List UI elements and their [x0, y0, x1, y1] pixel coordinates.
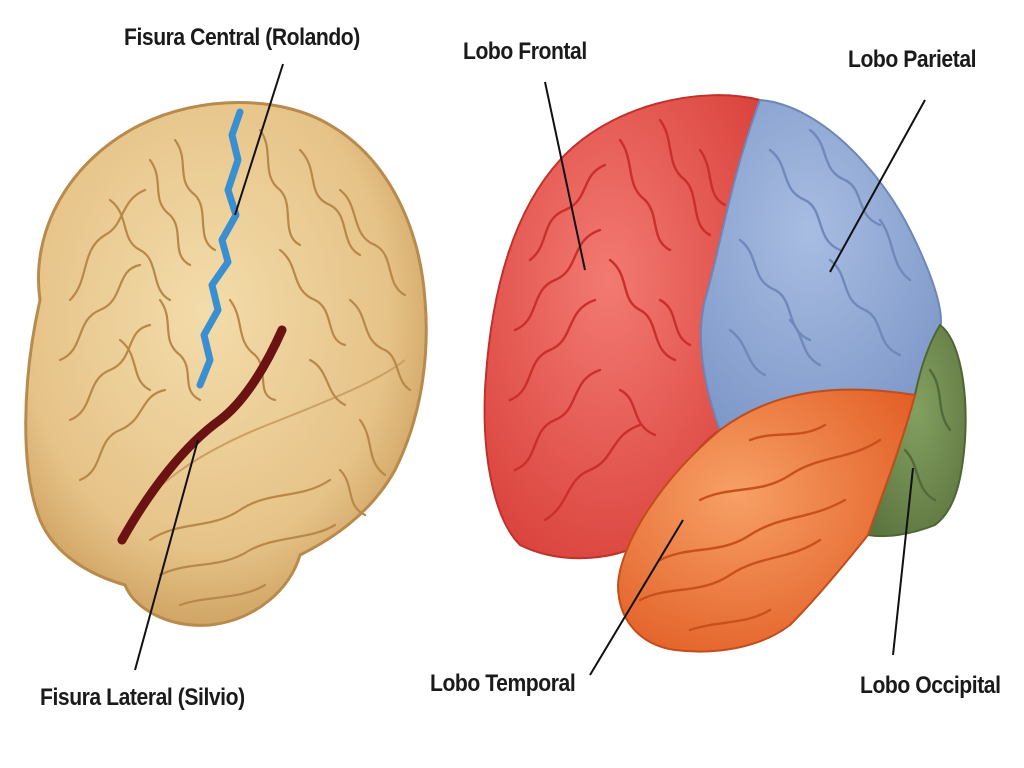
frontal-lobe-label: Lobo Frontal — [463, 38, 587, 65]
parietal-lobe-leader — [829, 99, 926, 273]
central-fissure-line — [196, 108, 244, 389]
central-fissure-leader — [234, 63, 284, 216]
left-brain — [24, 63, 428, 671]
occipital-lobe-label: Lobo Occipital — [860, 672, 1001, 699]
temporal-lobe-leader — [589, 519, 684, 676]
lateral-fissure-leader — [134, 439, 199, 671]
occipital-lobe-leader — [892, 467, 914, 656]
left-gyri — [58, 128, 412, 607]
central-fissure-label: Fisura Central (Rolando) — [124, 24, 360, 51]
temporal-lobe-label: Lobo Temporal — [430, 670, 576, 697]
frontal-lobe-leader — [544, 81, 586, 271]
lateral-fissure-label: Fisura Lateral (Silvio) — [40, 684, 245, 711]
parietal-lobe-label: Lobo Parietal — [848, 46, 977, 73]
right-brain — [483, 81, 967, 676]
lateral-fissure-line — [117, 325, 287, 545]
left-cerebrum — [24, 101, 428, 627]
right-gyri — [508, 118, 952, 632]
